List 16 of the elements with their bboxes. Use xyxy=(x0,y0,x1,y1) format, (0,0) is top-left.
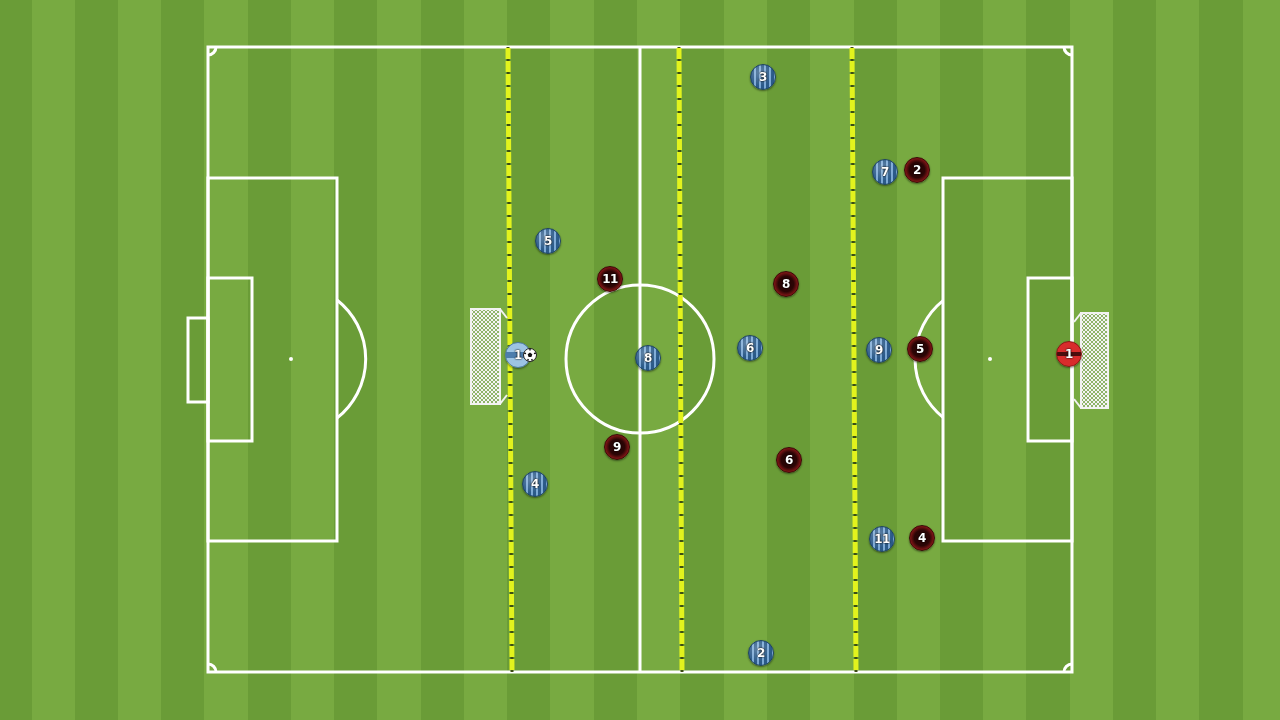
player-token: 11 xyxy=(869,526,895,552)
player-token: 2 xyxy=(904,157,930,183)
player-token: 5 xyxy=(535,228,561,254)
player-token: 8 xyxy=(773,271,799,297)
player-token: 3 xyxy=(750,64,776,90)
player-token: 9 xyxy=(866,337,892,363)
player-token: 5 xyxy=(907,336,933,362)
player-token: 6 xyxy=(737,335,763,361)
player-token: 2 xyxy=(748,640,774,666)
player-token: 8 xyxy=(635,345,661,371)
player-token: 6 xyxy=(776,447,802,473)
player-token: 11 xyxy=(597,266,623,292)
player-token: 7 xyxy=(872,159,898,185)
player-token: 4 xyxy=(909,525,935,551)
player-token: 4 xyxy=(522,471,548,497)
player-token: 9 xyxy=(604,434,630,460)
